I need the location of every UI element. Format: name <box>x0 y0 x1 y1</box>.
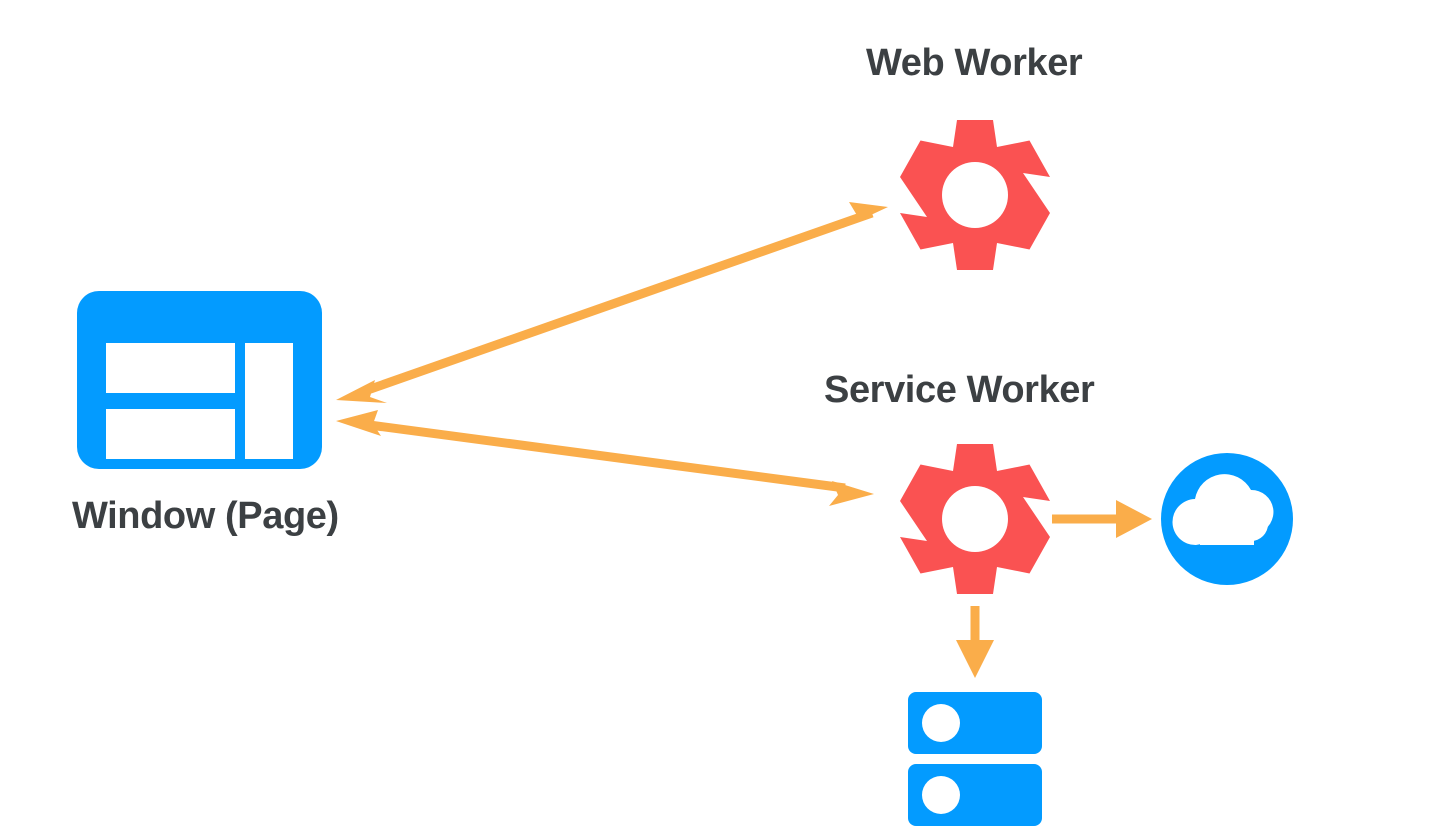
database-stack-icon <box>908 692 1042 826</box>
gear-icon-web-worker <box>900 120 1050 270</box>
label-service-worker: Service Worker <box>824 369 1095 411</box>
gear-icon-service-worker <box>900 444 1050 594</box>
browser-window-icon <box>77 291 322 469</box>
edge-window-webworker <box>336 202 888 403</box>
cloud-circle-icon <box>1161 453 1293 585</box>
label-web-worker: Web Worker <box>866 42 1083 84</box>
label-window-page: Window (Page) <box>72 495 339 537</box>
edge-serviceworker-cloud <box>1052 500 1152 538</box>
edge-window-serviceworker <box>336 410 874 506</box>
edge-serviceworker-storage <box>956 606 994 678</box>
